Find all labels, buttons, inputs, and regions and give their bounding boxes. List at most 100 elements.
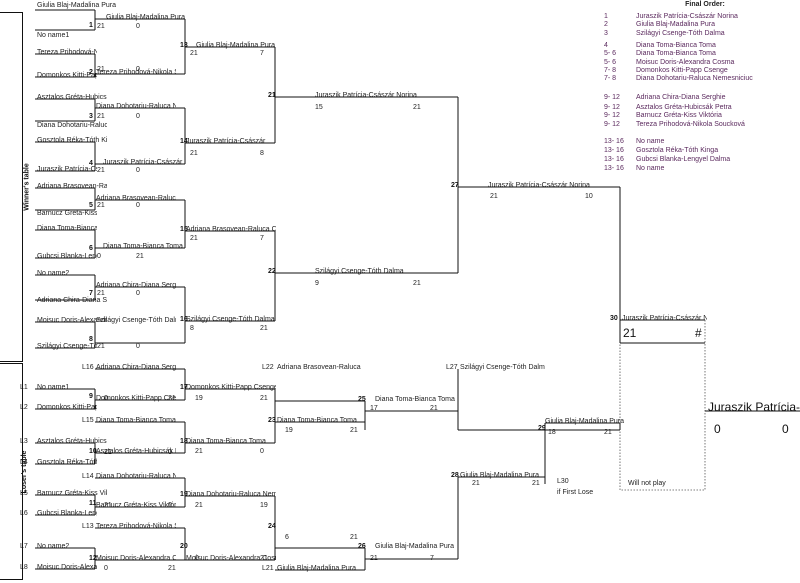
final-order-team: Szilágyi Csenge-Tóth Dalma [636, 30, 725, 37]
score: 21 [350, 427, 358, 434]
final-order-rank: 2 [604, 21, 608, 28]
match-number: 25 [358, 396, 366, 403]
team-name: Domonkos Kitti-Papp Csenge [186, 384, 278, 391]
team-name: Asztalos Gréta-Hubicsák Petra [37, 438, 133, 445]
team-name: Tereza Prihodová-Nikola Soucková [37, 49, 146, 56]
match-number: 27 [451, 182, 459, 189]
team-name: Adriana Brasovean-Raluca Cuc [186, 226, 285, 233]
final-order-rank: 13- 16 [604, 165, 624, 172]
team-name: Barnucz Gréta-Kiss Viktória [37, 210, 123, 217]
match-number: 30 [610, 315, 618, 322]
match-number: 10 [89, 448, 97, 455]
team-name: Giulia Blaj-Madalina Pura [106, 14, 185, 21]
loser-slot-label: L5 [20, 490, 28, 497]
score: 21 [350, 534, 358, 541]
team-name: Giulia Blaj-Madalina Pura [277, 565, 356, 572]
team-name: Giulia Blaj-Madalina Pura [37, 2, 116, 9]
final-order-team: Diana Dohotariu-Raluca Nemesniciuc [636, 75, 753, 82]
score: 0 [782, 422, 789, 436]
team-name: Giulia Blaj-Madalina Pura [460, 472, 539, 479]
match-number: 4 [89, 160, 93, 167]
match-number: 22 [268, 268, 276, 275]
team-name: Diana Toma-Bianca Toma [96, 417, 176, 424]
score: 21 [195, 448, 203, 455]
team-name: Will not play [628, 480, 666, 487]
score: 21 [623, 326, 637, 340]
team-name: Domonkos Kitti-Papp Csenge [37, 404, 129, 411]
loser-slot-label: L22 [262, 364, 274, 371]
match-number: 26 [358, 543, 366, 550]
match-number: 21 [268, 92, 276, 99]
final-order-team: Juraszik Patrícia-Császár Norina [636, 13, 738, 20]
score: 21 [190, 50, 198, 57]
final-order-team: Moisuc Doris-Alexandra Cosma [636, 59, 735, 66]
score: 0 [168, 449, 172, 456]
loser-slot-label: L6 [20, 510, 28, 517]
loser-slot-label: L4 [20, 459, 28, 466]
final-order-rank: 9- 12 [604, 104, 620, 111]
match-number: 28 [451, 472, 459, 479]
team-name: Szilágyi Csenge-Tóth Dalma [315, 268, 404, 275]
match-number: 6 [89, 245, 93, 252]
final-order-team: Adriana Chira-Diana Serghie [636, 94, 726, 101]
score: 21 [370, 555, 378, 562]
team-name: Adriana Brasovean-Raluca Cuc [37, 183, 136, 190]
final-order-rank: 9- 12 [604, 94, 620, 101]
team-name: Juraszik Patrícia-Császár Norina [186, 138, 288, 145]
final-order-rank: 5- 6 [604, 50, 617, 57]
score: 21 [532, 480, 540, 487]
match-number: 1 [89, 22, 93, 29]
team-name: Gosztola Réka-Tóth Kinga [37, 137, 119, 144]
score: 21 [260, 325, 268, 332]
team-name: Gubcsi Blanka-Lengyel Dalma [37, 253, 131, 260]
team-name: Juraszik Patrícia-Császár Norina [708, 400, 800, 414]
score: 18 [548, 429, 556, 436]
team-name: Diana Toma-Bianca Toma [186, 438, 266, 445]
score: 21 [97, 343, 105, 350]
score: 21 [97, 23, 105, 30]
score: 21 [97, 66, 105, 73]
score: 0 [136, 343, 140, 350]
final-order-rank: 13- 16 [604, 156, 624, 163]
score: 21 [472, 480, 480, 487]
final-order-rank: 9- 12 [604, 112, 620, 119]
losers-table-sidebar: Loser's table [0, 363, 28, 580]
final-order-rank: 7- 8 [604, 75, 617, 82]
final-order-rank: 1 [604, 13, 608, 20]
score: 21 [97, 202, 105, 209]
score: 21 [430, 405, 438, 412]
team-name: Giulia Blaj-Madalina Pura [375, 543, 454, 550]
match-number: 16 [180, 316, 188, 323]
team-name: Szilágyi Csenge-Tóth Dalma [460, 364, 549, 371]
team-name: Tereza Prihodová-Nikola Soucková [96, 523, 205, 530]
team-name: No name1 [37, 32, 69, 39]
score: 17 [370, 405, 378, 412]
score: 21 [195, 502, 203, 509]
score: 15 [315, 104, 323, 111]
loser-slot-label: L27 [446, 364, 458, 371]
loser-slot-label: L21 [262, 565, 274, 572]
loser-slot-label: L30 [557, 478, 569, 485]
score: 21 [97, 167, 105, 174]
loser-slot-label: L15 [82, 417, 94, 424]
score: 21 [190, 150, 198, 157]
team-name: Moisuc Doris-Alexandra Cosma [37, 317, 136, 324]
match-number: 7 [89, 290, 93, 297]
final-order-team: Diana Toma-Bianca Toma [636, 42, 716, 49]
loser-slot-label: L1 [20, 384, 28, 391]
unplayed-match-outline [619, 320, 706, 491]
team-name: Gosztola Réka-Tóth Kinga [37, 459, 119, 466]
score: 0 [136, 66, 140, 73]
score: 0 [168, 502, 172, 509]
final-order-rank: 9- 12 [604, 121, 620, 128]
loser-slot-label: L8 [20, 564, 28, 571]
match-number: 20 [180, 543, 188, 550]
score: 21 [104, 502, 112, 509]
